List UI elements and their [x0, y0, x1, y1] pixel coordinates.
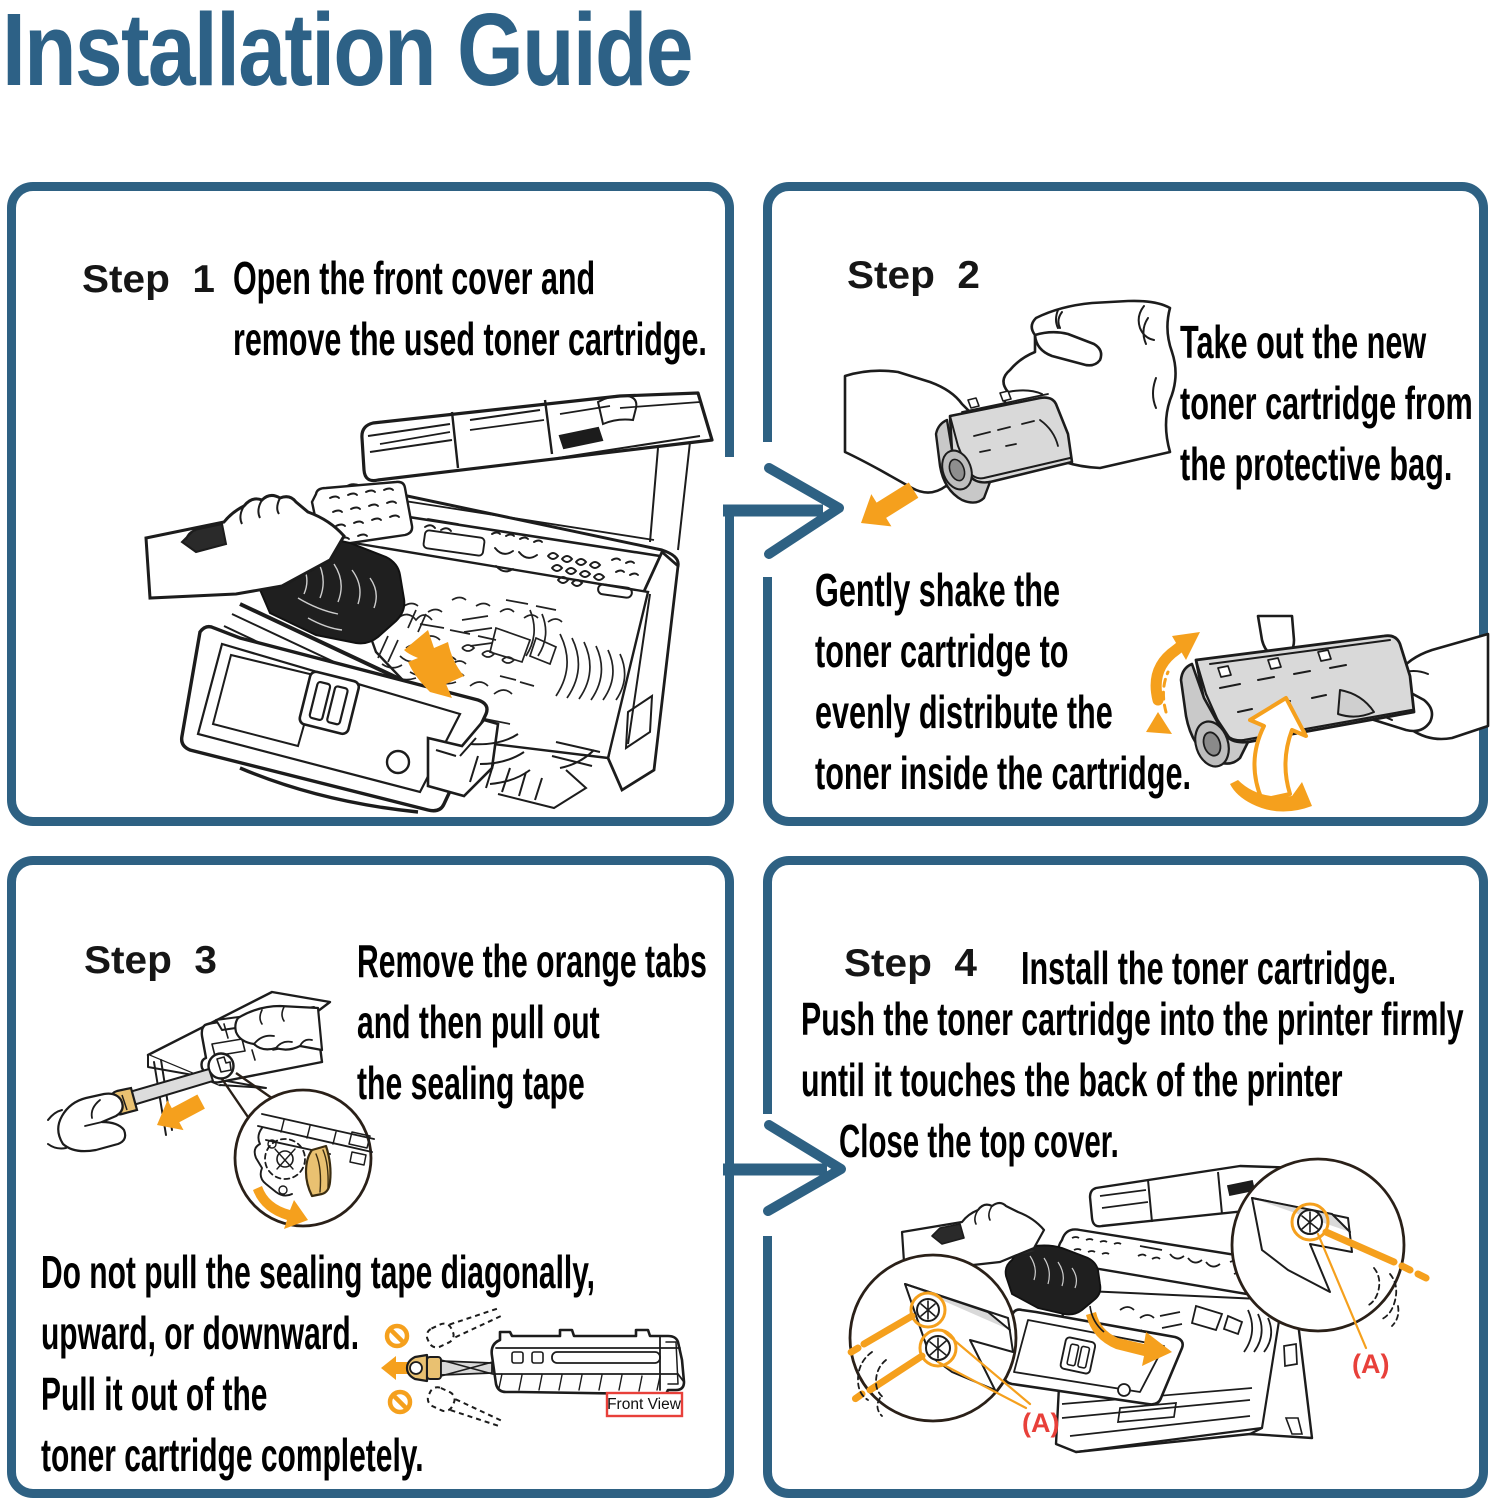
svg-text:Front View: Front View	[607, 1396, 682, 1413]
svg-text:(A): (A)	[1022, 1408, 1059, 1438]
svg-text:(A): (A)	[1352, 1349, 1389, 1379]
